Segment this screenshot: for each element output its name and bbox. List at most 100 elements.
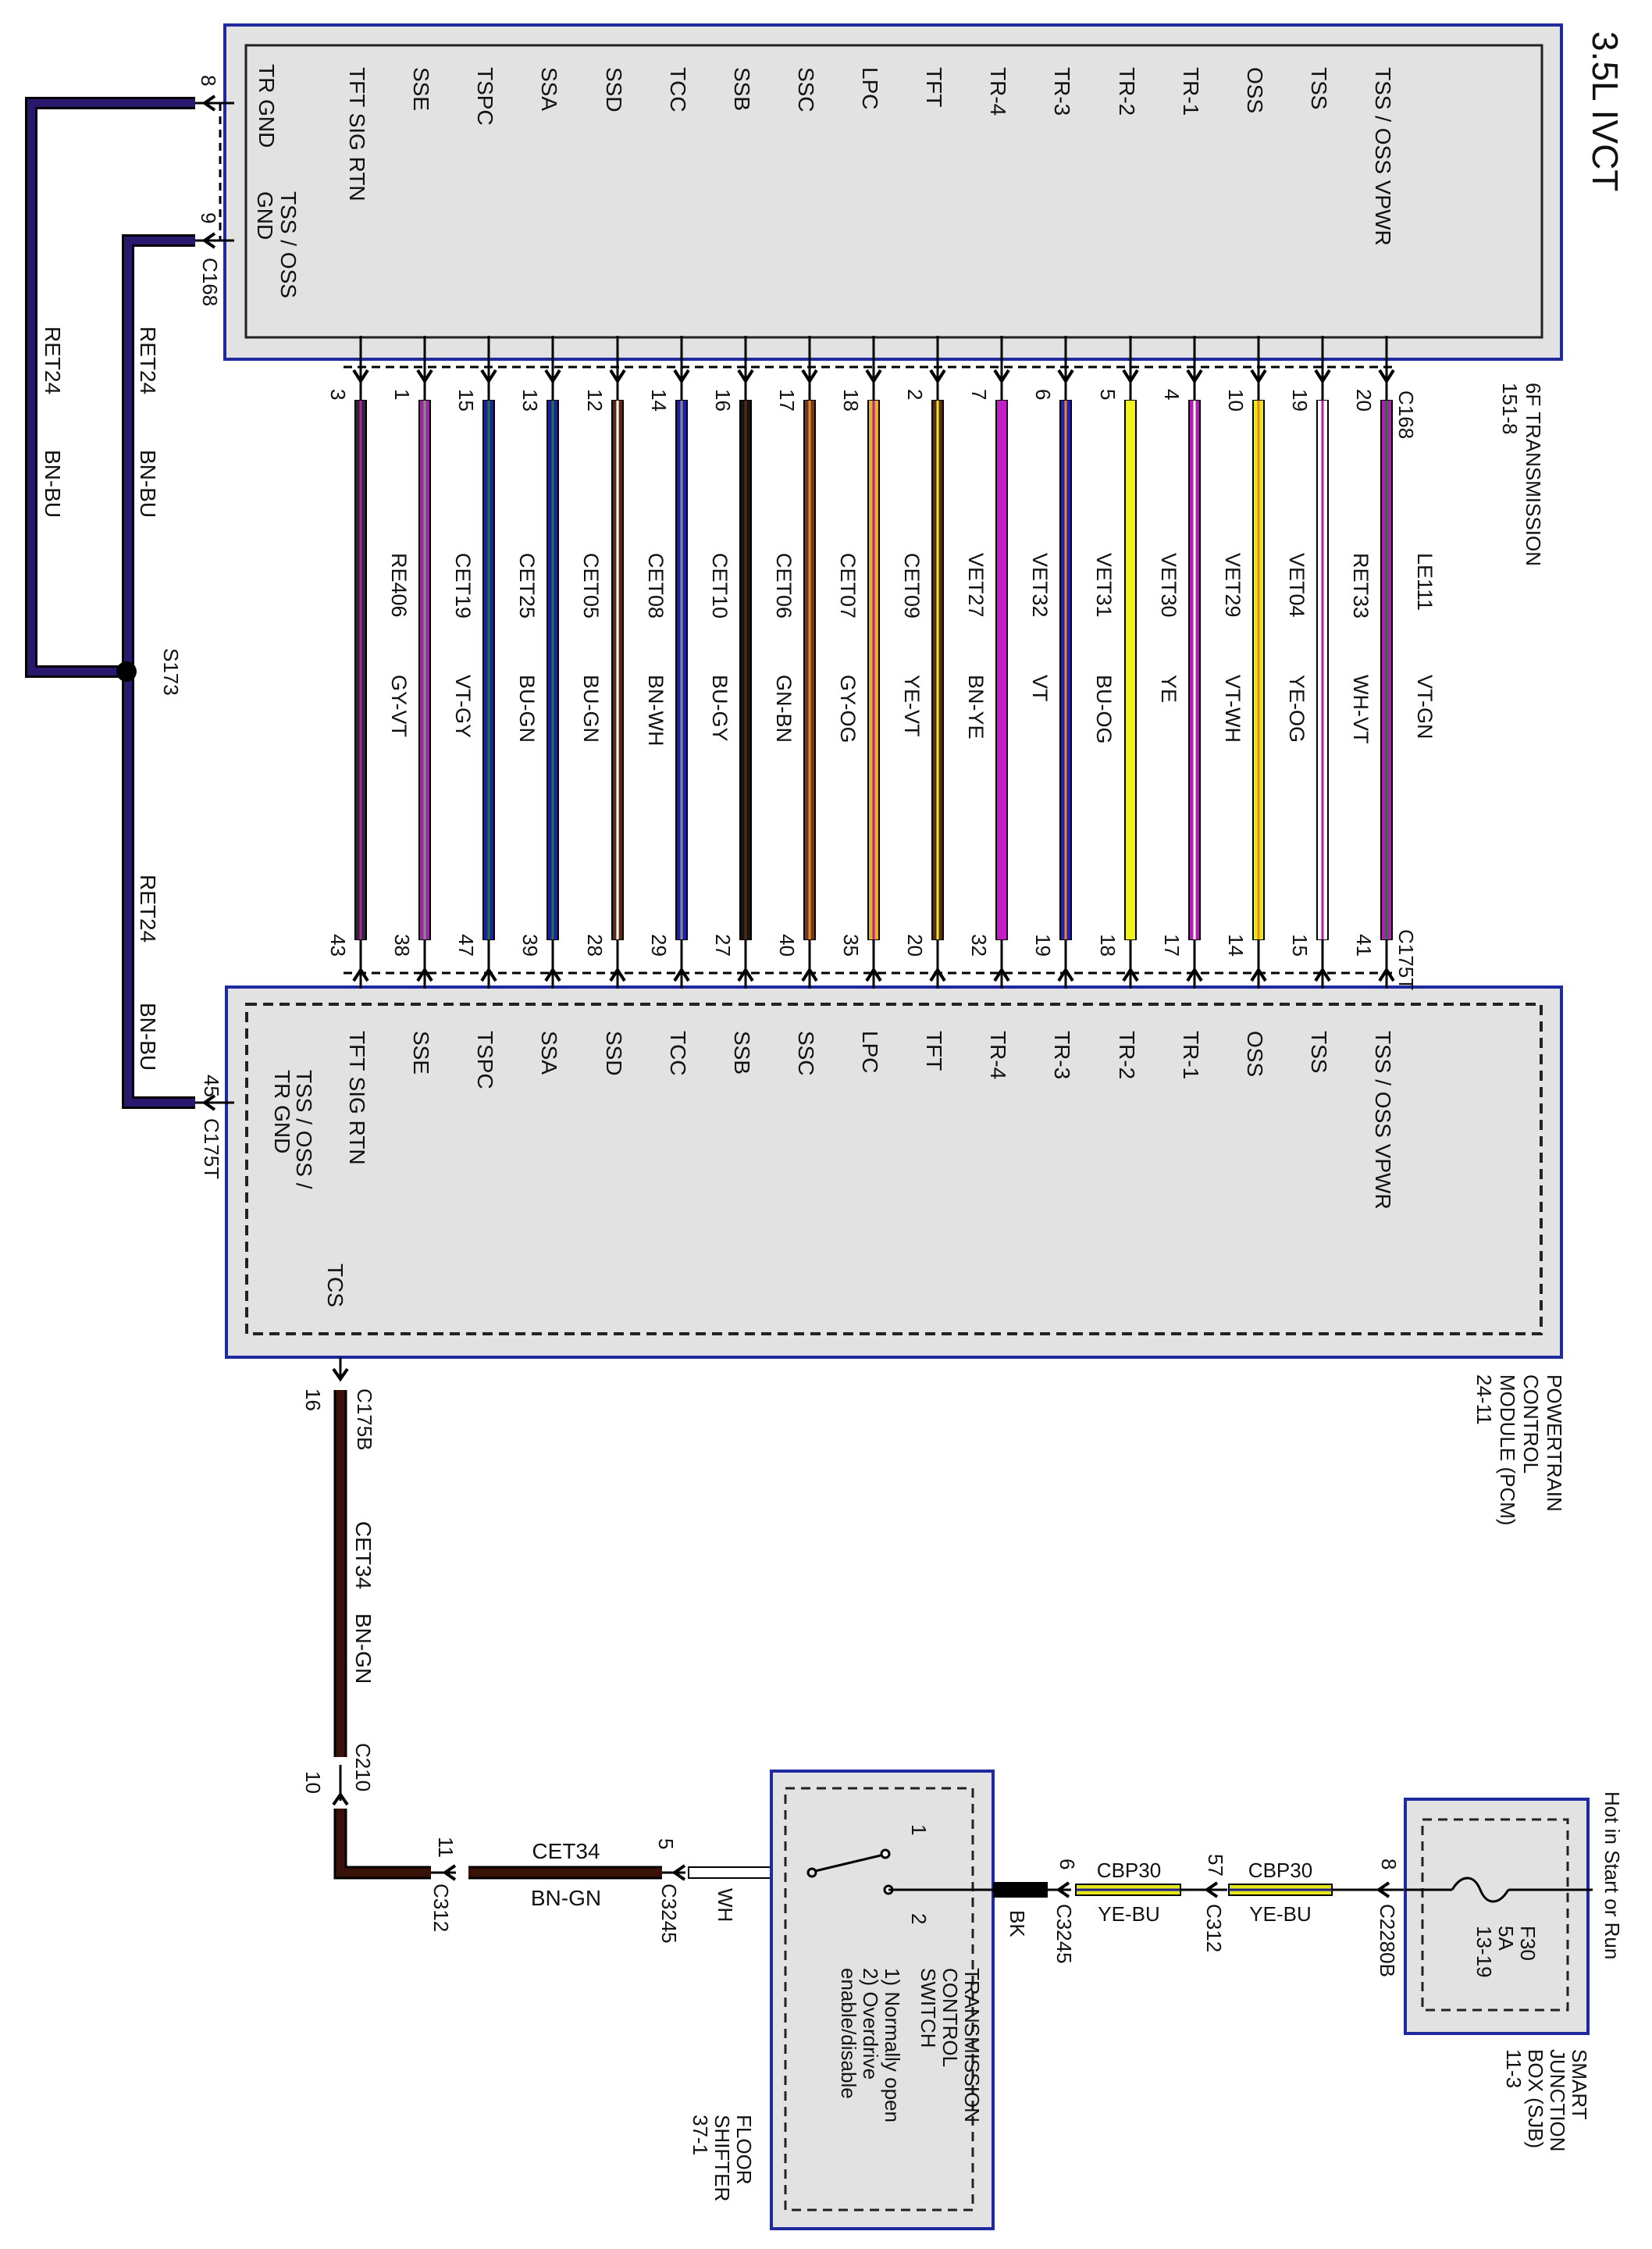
switch-note-1: 1) Normally open [881, 1968, 904, 2122]
wire-circuit-label: VET04 [1285, 553, 1308, 618]
wire-color-label: BU-GY [708, 675, 732, 742]
wire-stripe [872, 401, 875, 939]
pcm-name-1: POWERTRAIN [1543, 1374, 1566, 1512]
c312-label-power: C312 [1202, 1904, 1226, 1952]
wire-stripe [551, 401, 554, 939]
wire-color-label: YE [1157, 675, 1180, 703]
arrow-up-icon [416, 967, 433, 982]
wire-color-label: BU-GN [579, 675, 603, 743]
wire-stripe [1064, 401, 1067, 939]
wire-circuit-label: CET10 [708, 553, 732, 618]
c210-connector: C210 [351, 1743, 375, 1791]
cbp30-circuit-a: CBP30 [1097, 1859, 1161, 1882]
signal-wire [1186, 336, 1203, 989]
transmission-pin-number: 5 [1096, 389, 1120, 400]
signal-wire [1122, 336, 1139, 989]
arrow-up-icon [544, 967, 561, 982]
transmission-signal-label: TR-1 [1179, 67, 1203, 116]
ground-circuit-label-low: RET24 [136, 875, 160, 943]
wire-stripe [616, 401, 619, 939]
pcm-signal-label: TSS / OSS VPWR [1371, 1031, 1395, 1210]
arrow-down-icon [673, 369, 690, 384]
wire-color-label: BN-YE [964, 675, 988, 740]
tcs-label: TCS [323, 1264, 347, 1307]
transmission-inner-box [244, 44, 1543, 339]
wire-stripe [487, 401, 490, 939]
arrow-down-icon [737, 369, 754, 384]
transmission-connector: C168 [1394, 390, 1418, 439]
pcm-pin-number: 19 [1031, 934, 1055, 957]
transmission-signal-label: TSS [1307, 67, 1331, 109]
switch-note-2: 2) Overdrive [859, 1968, 882, 2080]
pcm-gnd-connector: C175T [200, 1118, 223, 1179]
tss-oss-gnd-label-1: TSS / OSS [276, 191, 301, 298]
arrow-up-icon [737, 967, 754, 982]
pcm-pin-number: 27 [711, 934, 735, 957]
pcm-signal-label: SSA [537, 1031, 561, 1075]
transmission-pin-number: 4 [1160, 389, 1184, 400]
wire-stripe [423, 401, 426, 939]
splice-s173-dot [116, 661, 137, 682]
floor-shifter-ref: 37-1 [689, 2115, 712, 2155]
arrow-down-icon [1122, 369, 1139, 384]
switch-lever [814, 1854, 881, 1873]
pcm-signal-label: SSC [794, 1031, 818, 1076]
cet34-horizontal-color: BN-GN [531, 1886, 601, 1910]
transmission-pin-number: 14 [647, 389, 671, 412]
pcm-pin-number: 20 [903, 934, 927, 957]
sjb-name-2: JUNCTION [1546, 2049, 1569, 2151]
wire-circuit-label: CET08 [644, 553, 668, 618]
transmission-signal-label: TR-4 [986, 67, 1010, 116]
cbp30-color-a: YE-BU [1098, 1902, 1159, 1926]
arrow-down-icon [609, 369, 626, 384]
c3245-pin-6: 6 [1056, 1859, 1079, 1869]
gnd-connector-c168: C168 [198, 258, 222, 306]
wire-color-label: GN-BN [772, 675, 796, 743]
wire-stripe [1321, 401, 1324, 939]
transmission-signal-label: SSE [409, 67, 433, 111]
transmission-pin-number: 6 [1031, 389, 1055, 400]
wire-circuit-label: LE111 [1413, 553, 1437, 611]
pcm-pin-number: 41 [1352, 934, 1376, 957]
wire-stripe [808, 401, 811, 939]
wire-stripe [1193, 401, 1196, 939]
arrow-up-icon [1122, 967, 1139, 982]
fuse-icon [1451, 1877, 1510, 1903]
wire-circuit-label: CET19 [451, 553, 475, 618]
transmission-pin-number: 16 [711, 389, 735, 412]
arrow-down-icon [993, 369, 1010, 384]
hot-in-start-or-run: Hot in Start or Run [1600, 1791, 1624, 1959]
c312-pin-11: 11 [434, 1837, 458, 1858]
pcm-connector: C175T [1394, 929, 1418, 990]
c312-pin-57: 57 [1204, 1854, 1227, 1877]
arrow-up-icon [480, 967, 497, 982]
signal-wire [737, 336, 754, 989]
wire-color-label: BU-OG [1092, 675, 1116, 744]
arrow-down-icon [865, 369, 882, 384]
floor-shifter-name-2: SHIFTER [710, 2115, 734, 2201]
shifter-pcm-connector: C175B [353, 1388, 376, 1451]
wire-stripe [936, 401, 939, 939]
arrow-up-icon [1186, 967, 1203, 982]
arrow-up-icon [609, 967, 626, 982]
floor-shifter-name-1: FLOOR [732, 2115, 756, 2185]
signal-wire [865, 336, 882, 989]
transmission-pin-number: 19 [1288, 389, 1312, 412]
pcm-pin-number: 17 [1160, 934, 1184, 957]
sjb-module: F30 5A 13-19 Hot in Start or Run SMART J… [1404, 1791, 1624, 2151]
wire-circuit-label: CET25 [515, 553, 539, 618]
floor-shifter-module: 1 2 TRANSMISSION CONTROL SWITCH 1) Norma… [689, 1770, 995, 2230]
arrow-up-icon [1250, 967, 1267, 982]
arrow-up-icon [1057, 967, 1074, 982]
pcm-signal-label: TFT [922, 1031, 946, 1071]
pcm-gnd-label-1: TSS / OSS / [292, 1070, 316, 1189]
sjb-name-3: BOX (SJB) [1524, 2049, 1547, 2148]
tr-gnd-label: TR GND [255, 64, 279, 148]
power-circuit: BK 6 C3245 CBP30 YE-BU 57 C312 CBP30 YE-… [993, 1854, 1405, 1977]
pcm-pin-number: 29 [647, 934, 671, 957]
cbp30-color-b: YE-BU [1249, 1902, 1311, 1926]
pcm-box [225, 985, 1563, 1359]
signal-wire [673, 336, 690, 989]
arrow-up-icon [801, 967, 818, 982]
sjb-inner-box [1421, 1818, 1569, 2012]
